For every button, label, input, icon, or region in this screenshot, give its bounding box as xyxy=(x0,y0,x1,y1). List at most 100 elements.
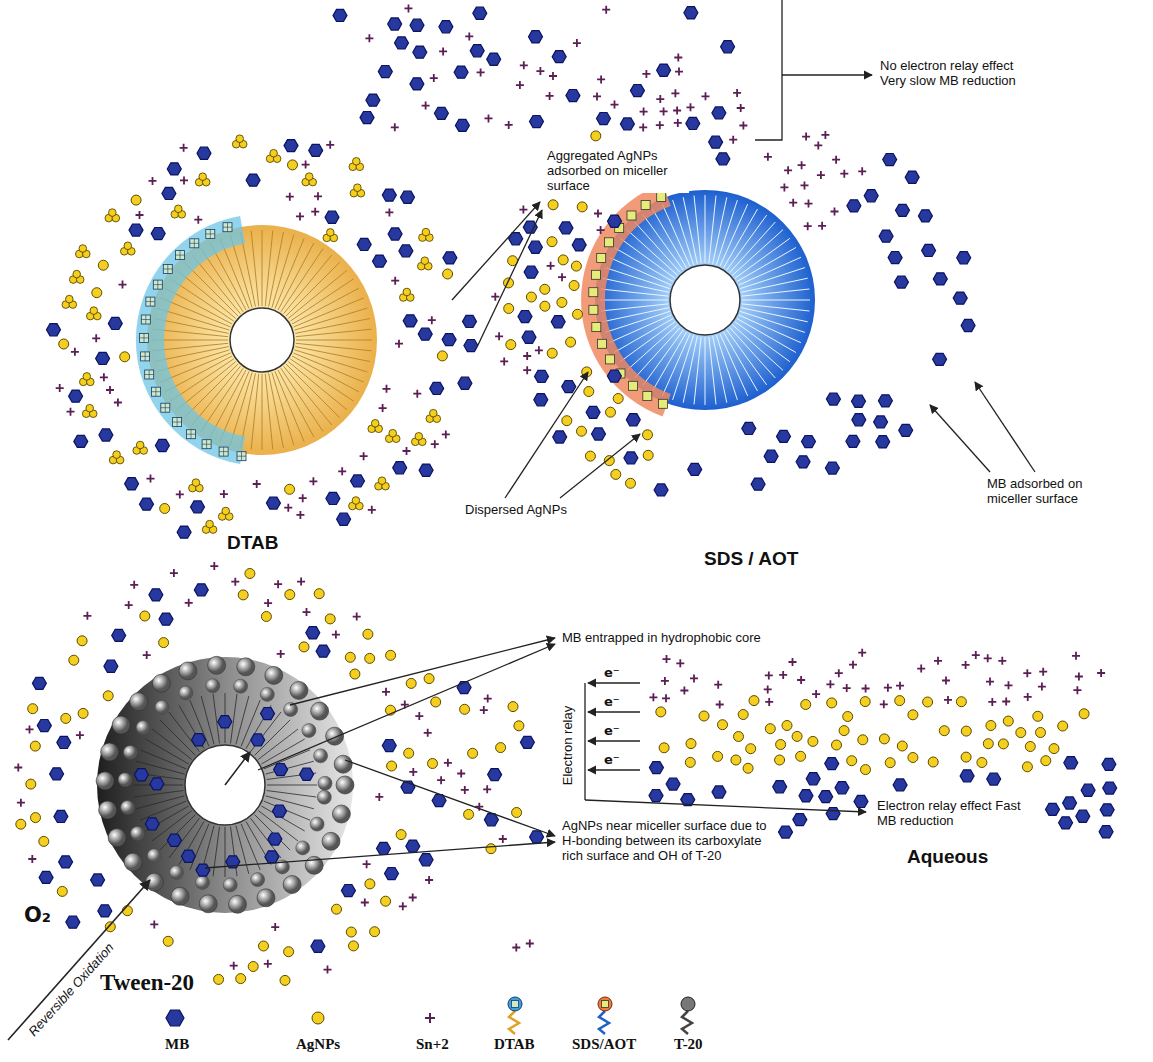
sn-ion xyxy=(896,682,904,690)
sn-ion xyxy=(675,68,683,76)
sn-ion xyxy=(14,764,22,772)
sn-ion xyxy=(465,32,473,40)
sn-ion xyxy=(136,211,144,219)
sn-ion xyxy=(500,357,508,365)
agnp-aggregate xyxy=(83,373,91,381)
tween-headgroup xyxy=(283,876,301,894)
sn-ion xyxy=(286,193,294,201)
sn-ion xyxy=(546,92,554,100)
sn-ion xyxy=(71,348,79,356)
agnp-particle xyxy=(808,736,818,746)
surfactant-tail xyxy=(278,243,314,310)
agnp-particle xyxy=(437,351,447,361)
agnp-particle xyxy=(540,301,550,311)
sn-ion xyxy=(477,68,485,76)
sn-ion xyxy=(180,144,188,152)
sn-ion xyxy=(972,651,980,659)
agnp-particle xyxy=(496,743,506,753)
agnp-particle xyxy=(685,757,695,767)
surfactant-tail xyxy=(600,300,668,301)
surfactant-tail xyxy=(160,815,195,850)
agnp-aggregate xyxy=(79,245,87,253)
agnp-aggregate xyxy=(305,173,313,181)
sn-ion xyxy=(797,676,805,684)
agnp-particle xyxy=(1016,728,1026,738)
sn-ion xyxy=(1023,669,1031,677)
mb-molecule xyxy=(751,478,765,490)
sn-ion xyxy=(1072,652,1080,660)
surfactant-tail xyxy=(160,720,195,755)
tween-headgroup xyxy=(260,687,274,701)
sn-ion xyxy=(573,39,581,47)
sn-ion xyxy=(1038,683,1046,691)
agnp-particle xyxy=(248,962,258,972)
agnp-particle xyxy=(718,720,728,730)
molecule-label: O₂ xyxy=(22,903,53,927)
surfactant-tail xyxy=(653,209,687,268)
agnp-particle xyxy=(998,739,1008,749)
mb-molecule xyxy=(155,439,169,451)
callout-note: MB adsorbed on miceller surface xyxy=(985,476,1107,506)
mb-molecule xyxy=(167,834,181,846)
sn-ion xyxy=(405,4,413,12)
sn-ion xyxy=(375,793,383,801)
mb-molecule xyxy=(1102,758,1116,770)
surfactant-tail xyxy=(673,335,694,400)
sn-ion xyxy=(439,47,447,55)
tween-headgroup xyxy=(336,776,354,794)
mb-molecule xyxy=(987,773,1001,785)
mb-molecule xyxy=(825,462,839,474)
mb-molecule xyxy=(430,382,444,394)
mb-molecule xyxy=(464,340,478,352)
sn-ion xyxy=(535,346,543,354)
agnp-particle xyxy=(591,131,601,141)
tween-headgroup xyxy=(296,841,310,855)
tween-headgroup xyxy=(332,805,350,823)
sn-ion xyxy=(297,578,305,586)
agnp-aggregate xyxy=(206,520,214,528)
surfactant-tail xyxy=(296,329,372,337)
sn-ion xyxy=(594,210,602,218)
mb-molecule xyxy=(439,21,453,33)
mb-molecule xyxy=(162,187,176,199)
agnp-particle xyxy=(643,430,653,440)
tween-headgroup xyxy=(101,743,119,761)
agnp-particle xyxy=(245,569,255,579)
mb-molecule xyxy=(905,171,919,183)
dtab-headgroup xyxy=(163,265,172,274)
surfactant-tail xyxy=(267,785,317,786)
tween-headgroup xyxy=(121,801,135,815)
agnp-particle xyxy=(827,698,837,708)
agnp-particle xyxy=(78,708,88,718)
sn-ion xyxy=(100,373,108,381)
surfactant-tail xyxy=(720,334,748,396)
agnp-particle xyxy=(611,469,621,479)
legend-text: AgNPs xyxy=(294,1036,342,1053)
mb-molecule xyxy=(149,589,163,601)
sds-headgroup xyxy=(643,392,652,401)
surfactant-tail xyxy=(620,322,675,362)
agnp-aggregate xyxy=(73,270,81,278)
mb-molecule xyxy=(39,871,53,883)
surfactant-tail xyxy=(662,204,690,266)
agnp-aggregate xyxy=(136,441,144,449)
agnp-particle xyxy=(386,650,396,660)
mb-molecule xyxy=(410,78,424,90)
surfactant-tail xyxy=(236,696,249,744)
agnp-particle xyxy=(582,367,592,377)
surfactant-tail xyxy=(740,311,805,332)
callout-note: MB entrapped in hydrophobic core xyxy=(560,630,763,645)
agnp-particle xyxy=(285,590,295,600)
sn-ion xyxy=(880,700,888,708)
mb-molecule xyxy=(265,851,279,863)
dtab-headgroup xyxy=(176,251,185,260)
mb-molecule xyxy=(268,833,282,845)
agnp-particle xyxy=(908,753,918,763)
sn-ion xyxy=(523,366,531,374)
callout-note: Aggregated AgNPs adsorbed on miceller su… xyxy=(545,148,689,193)
agnp-particle xyxy=(986,721,996,731)
tween-headgroup xyxy=(237,658,255,676)
agnp-particle xyxy=(236,974,246,984)
dtab-headgroup xyxy=(145,370,154,379)
mb-molecule xyxy=(326,492,340,504)
